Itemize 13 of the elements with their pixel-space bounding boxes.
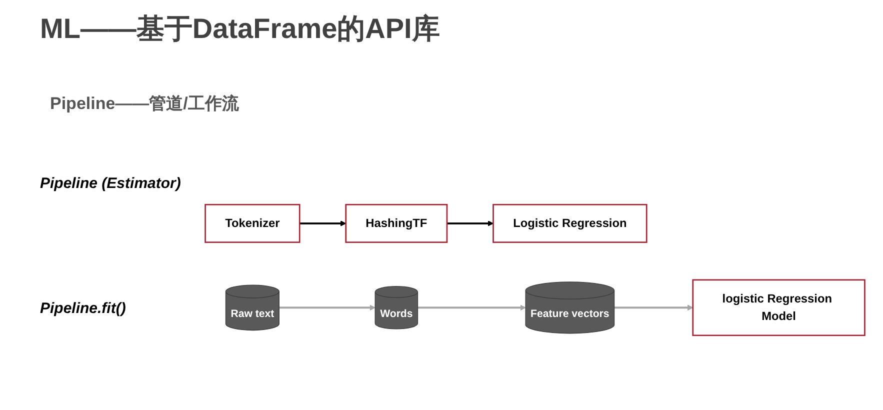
node-box: Logistic Regression bbox=[492, 204, 648, 243]
node-box: logistic Regression Model bbox=[692, 279, 866, 336]
node-box: HashingTF bbox=[345, 204, 448, 243]
subheading: Pipeline——管道/工作流 bbox=[50, 93, 239, 115]
arrow bbox=[418, 304, 526, 311]
node-box: Tokenizer bbox=[204, 204, 300, 243]
slide-title: ML——基于DataFrame的API库 bbox=[40, 12, 440, 46]
row-label: Pipeline.fit() bbox=[40, 300, 127, 317]
arrow bbox=[279, 304, 376, 311]
arrow bbox=[614, 304, 694, 311]
arrow bbox=[446, 220, 494, 226]
arrow bbox=[300, 220, 346, 226]
row-label: Pipeline (Estimator) bbox=[40, 175, 182, 192]
